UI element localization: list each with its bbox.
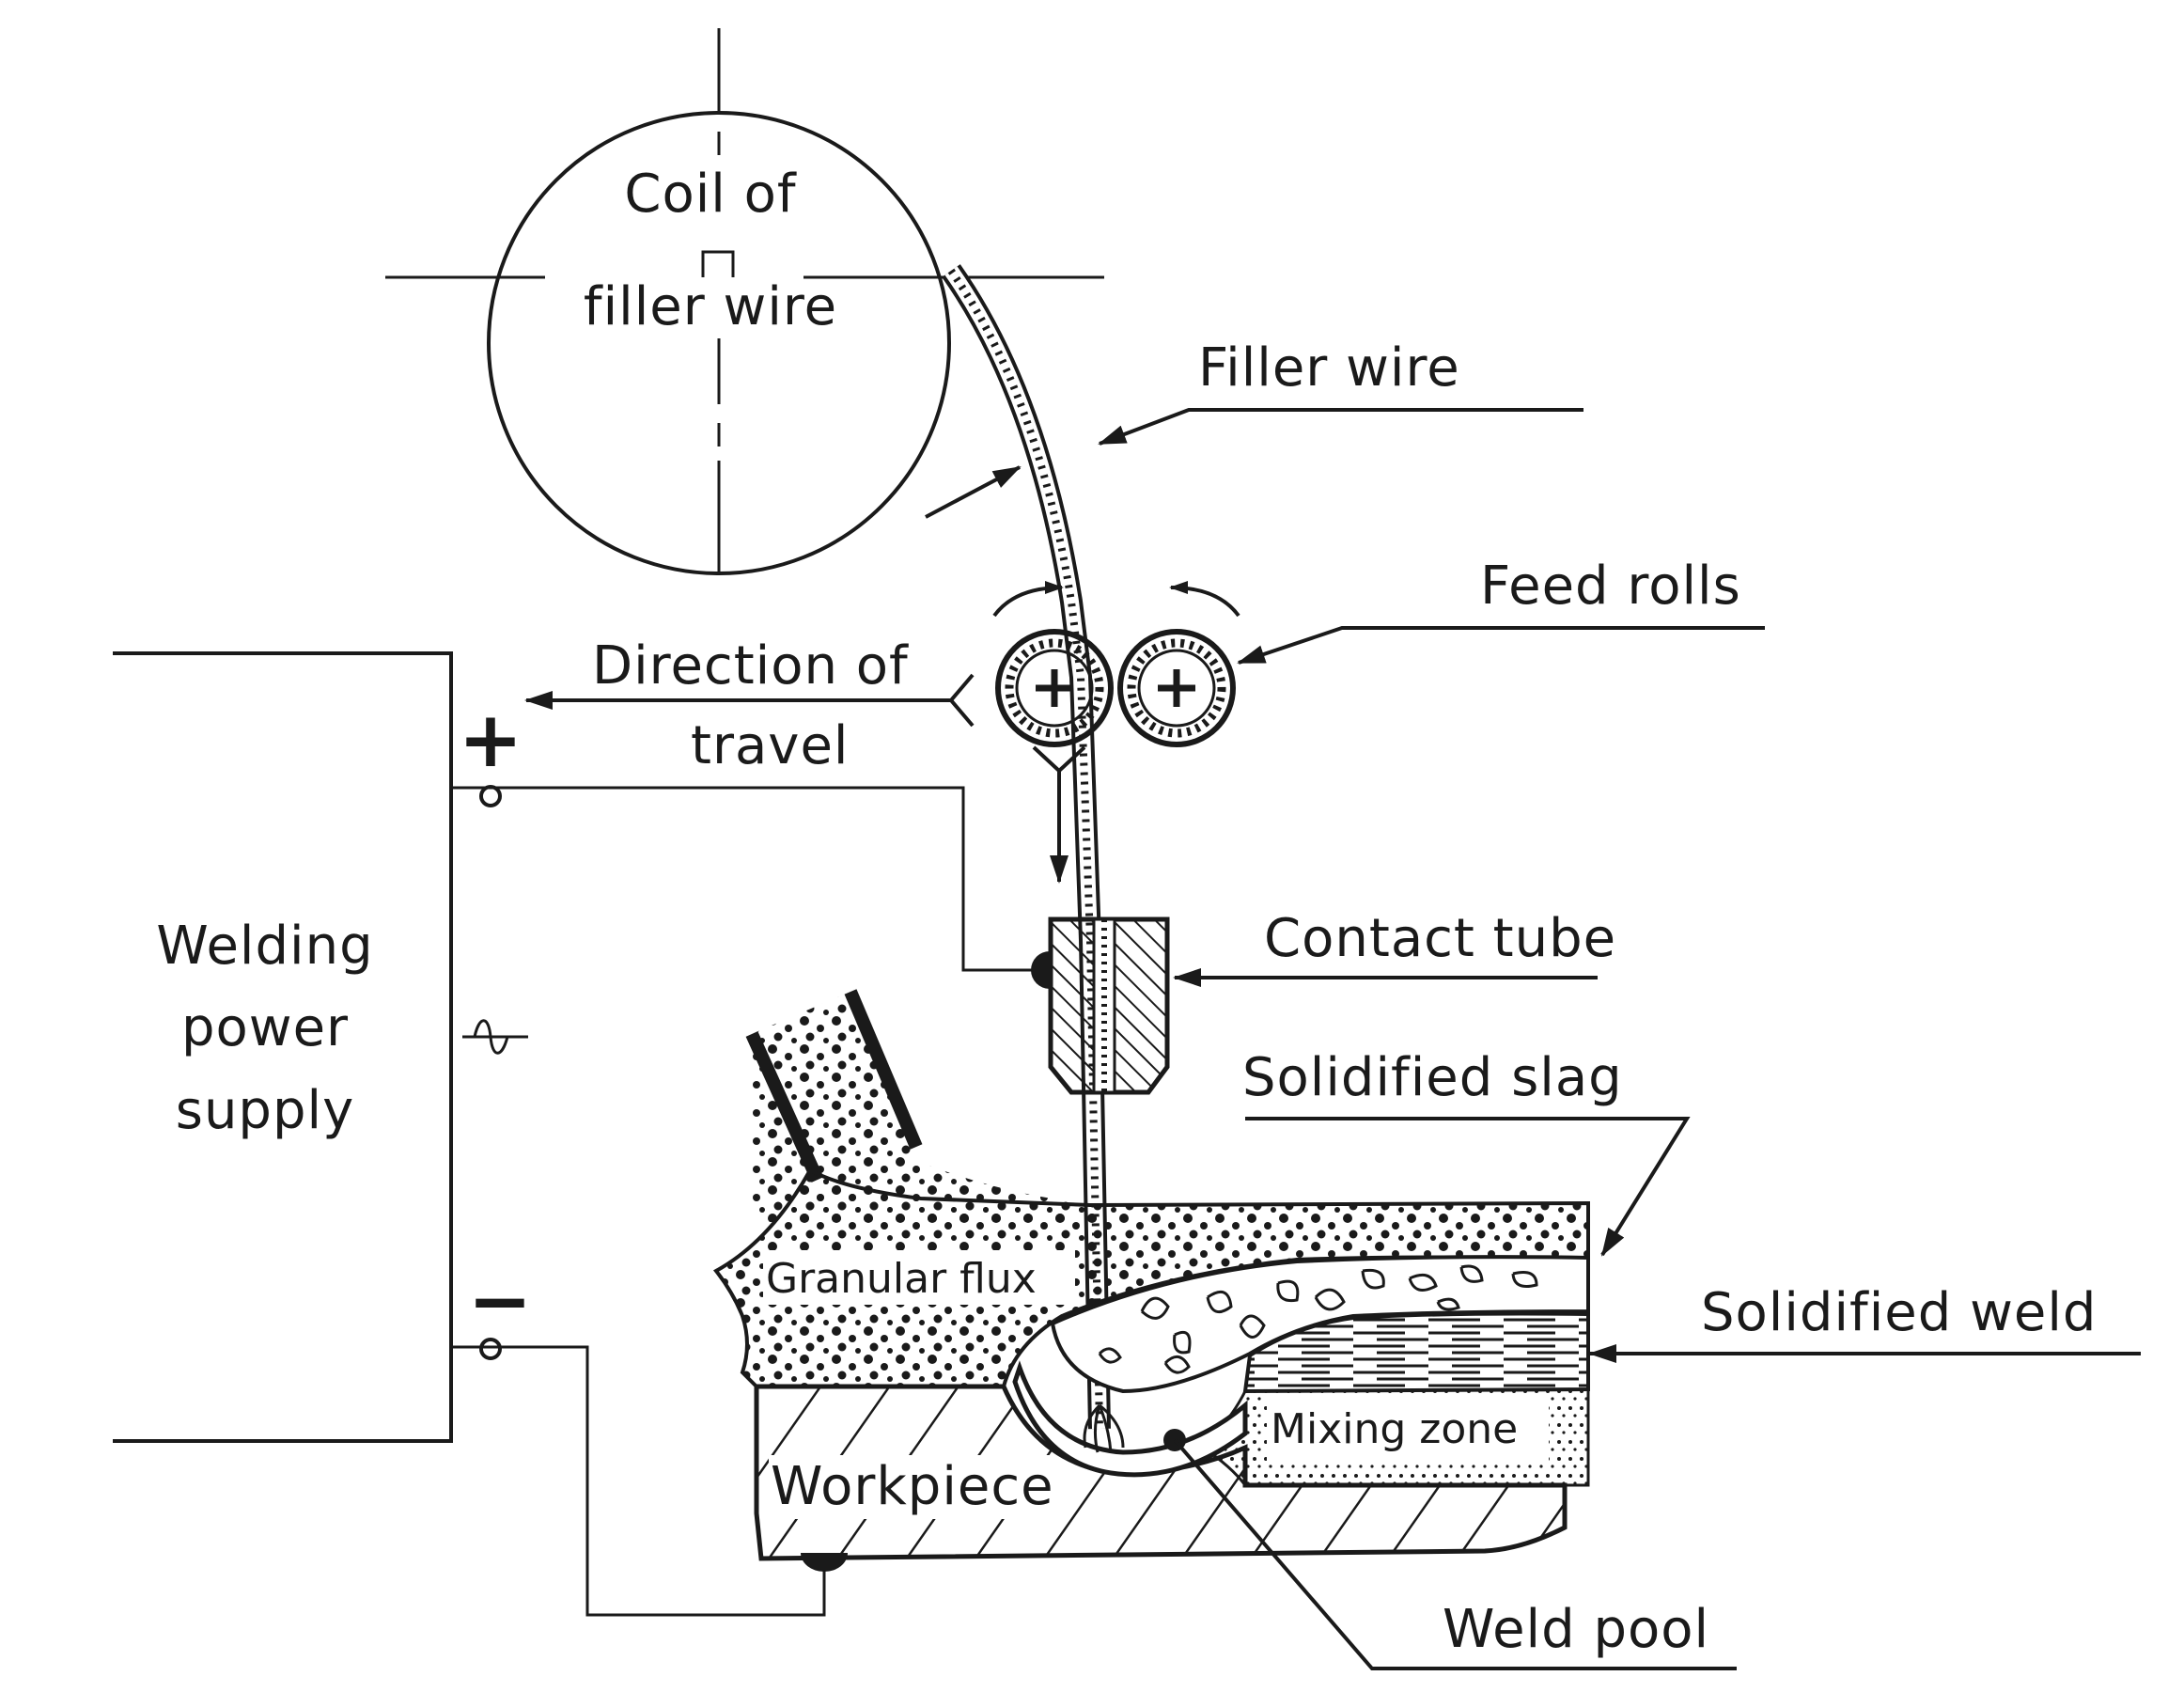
filler-wire-callout: Filler wire [1098, 337, 1583, 446]
workpiece-label-bg [769, 1455, 1055, 1519]
direction-label-line2: travel [691, 715, 849, 776]
feed-roll-right [1117, 629, 1236, 747]
flux-hopper [745, 989, 1100, 1222]
positive-terminal [479, 785, 502, 807]
contact-tube-label: Contact tube [1264, 908, 1616, 969]
power-label-line2: power [181, 997, 349, 1058]
granular-flux-label-bg [763, 1250, 1075, 1305]
direction-label-line1: Direction of [592, 635, 909, 697]
feed-rolls-leader [1237, 626, 1765, 665]
coil-center-mark [701, 250, 735, 277]
filler-wire [925, 264, 1111, 1430]
contact-tube-clamp [1031, 951, 1050, 989]
negative-cable [451, 1345, 826, 1617]
arc [1083, 1403, 1125, 1453]
mixing-zone-label-bg [1267, 1396, 1549, 1462]
mixing-zone-label: Mixing zone [1271, 1405, 1518, 1453]
filler-wire-coil: Coil of filler wire [385, 28, 1104, 575]
feed-roll-left [995, 629, 1114, 747]
granular-flux-label: Granular flux [766, 1255, 1037, 1303]
workpiece-label: Workpiece [771, 1456, 1054, 1517]
solidified-slag-label: Solidified slag [1242, 1047, 1623, 1108]
coil-label-line2: filler wire [584, 276, 837, 337]
feed-rolls-label: Feed rolls [1480, 556, 1741, 617]
negative-terminal [479, 1338, 502, 1360]
contact-tube-callout: Contact tube [1173, 908, 1616, 987]
positive-cable [451, 786, 1045, 972]
direction-of-travel: Direction of travel [524, 635, 975, 776]
solidified-weld-label: Solidified weld [1701, 1282, 2097, 1343]
power-supply-box [113, 651, 453, 1443]
positive-terminal-sign: + [459, 696, 523, 785]
weld-pool-label: Weld pool [1443, 1599, 1709, 1660]
ac-wave-icon [462, 1019, 528, 1055]
welding-power-supply: Welding power supply + − [113, 651, 1045, 1617]
solidified-slag-callout: Solidified slag [1242, 1047, 1691, 1257]
feed-rolls-callout: Feed rolls [1237, 556, 1765, 665]
weld-pool-leader [1173, 1438, 1737, 1670]
filler-wire-leader [1098, 408, 1583, 446]
power-label-line3: supply [176, 1080, 354, 1141]
coil-centerlines [385, 28, 1104, 573]
feed-rolls [992, 581, 1240, 884]
weld-pool-callout: Weld pool [1173, 1438, 1737, 1670]
wire-diameter-arrow [925, 465, 1022, 519]
solidified-weld-callout: Solidified weld [1588, 1282, 2141, 1363]
plus-icon [1036, 669, 1073, 707]
roll-rotation-arrow-left [992, 581, 1064, 618]
negative-terminal-sign: − [468, 1257, 533, 1346]
filler-wire-label: Filler wire [1198, 337, 1460, 399]
solidified-slag-leader [1245, 1117, 1691, 1257]
solidified-weld [1242, 1311, 1590, 1394]
coil-label-line1: Coil of [624, 164, 797, 225]
contact-tube [1031, 916, 1170, 1095]
travel-arrow-tail [948, 673, 975, 728]
roll-rotation-arrow-right [1169, 581, 1240, 618]
slag-fragments [1098, 1264, 1538, 1374]
power-label-line1: Welding [156, 916, 373, 977]
plus-icon [1158, 669, 1195, 707]
